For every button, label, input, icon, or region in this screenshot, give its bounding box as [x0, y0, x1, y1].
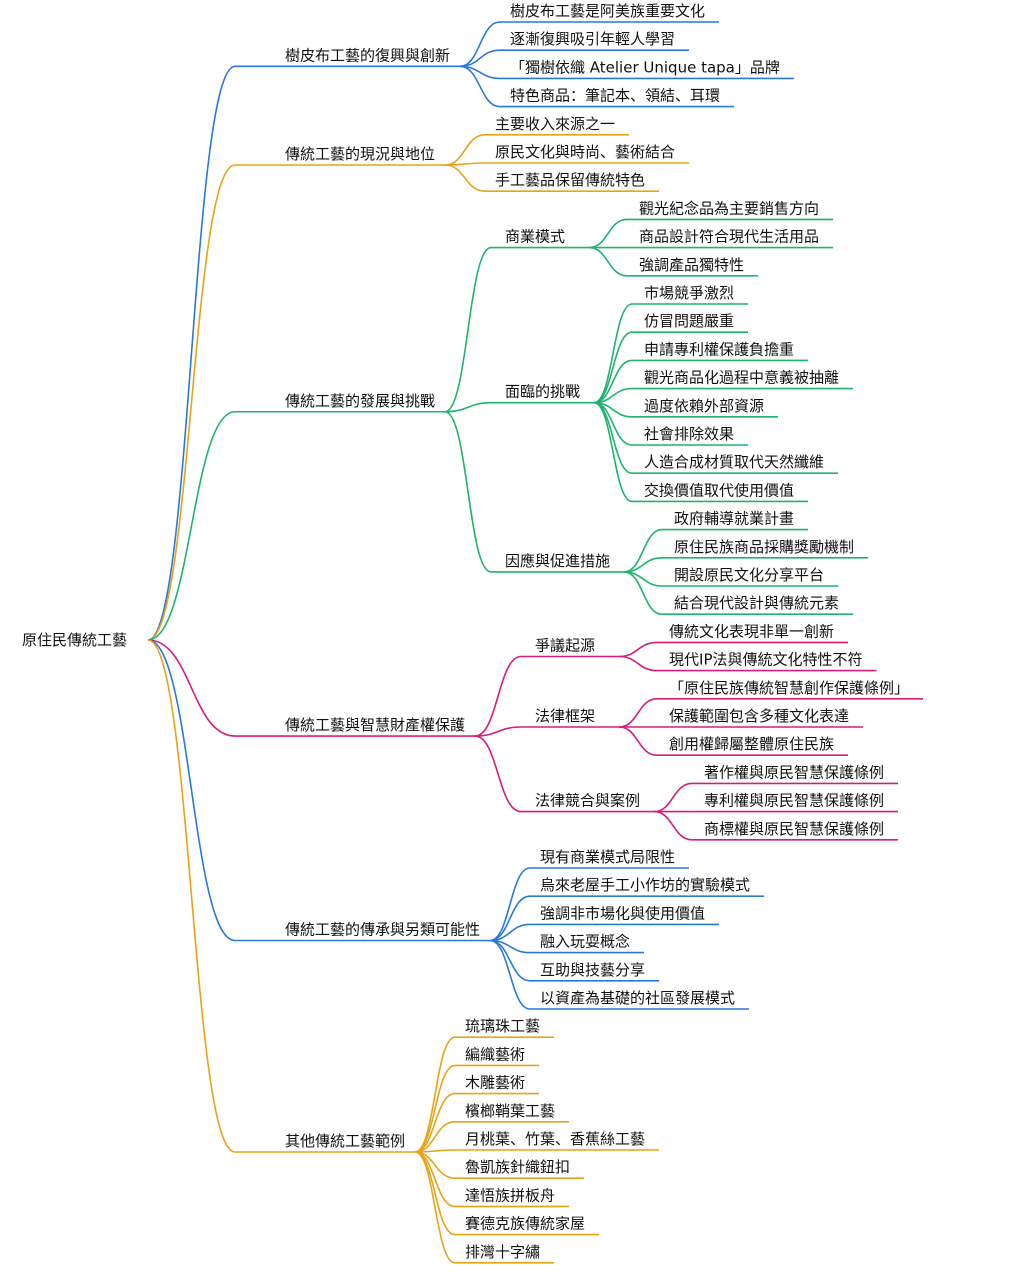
leaf-label-2-1-5: 社會排除效果: [644, 425, 734, 443]
branch-label-1: 傳統工藝的現況與地位: [285, 145, 435, 163]
leaf-label-3-1-0: 「原住民族傳統智慧創作保護條例」: [669, 679, 909, 697]
branch-label-3: 傳統工藝與智慧財產權保護: [285, 716, 465, 734]
edge-branch-4-leaf-0: [489, 867, 531, 942]
leaf-label-2-2-2: 開設原民文化分享平台: [674, 566, 824, 584]
leaf-label-4-5: 以資產為基礎的社區發展模式: [540, 989, 735, 1007]
edge-branch-1-leaf-2: [444, 164, 486, 192]
leaf-label-5-1: 編織藝術: [465, 1045, 525, 1063]
edge-root-branch-4: [147, 639, 236, 942]
edge-branch-5-leaf-1: [414, 1064, 456, 1153]
leaf-label-2-2-3: 結合現代設計與傳統元素: [674, 594, 839, 612]
leaf-label-1-0: 主要收入來源之一: [495, 115, 615, 133]
leaf-label-1-2: 手工藝品保留傳統特色: [495, 171, 645, 189]
leaf-label-4-2: 強調非市場化與使用價值: [540, 904, 705, 922]
edge-branch-3-sub-2: [474, 735, 522, 813]
edge-branch-2-sub-2: [444, 410, 492, 573]
edge-branch-0-leaf-0: [459, 21, 501, 68]
edge-sub-2-2-leaf-0: [623, 528, 663, 573]
branch-label-2: 傳統工藝的發展與挑戰: [285, 392, 435, 410]
leaf-label-2-1-7: 交換價值取代使用價值: [644, 481, 794, 499]
leaf-label-0-0: 樹皮布工藝是阿美族重要文化: [510, 2, 705, 20]
edge-branch-5-leaf-8: [414, 1151, 456, 1264]
branch-label-0: 樹皮布工藝的復興與創新: [285, 46, 450, 64]
edge-branch-5-leaf-3: [414, 1121, 456, 1153]
leaf-label-5-4: 月桃葉、竹葉、香蕉絲工藝: [465, 1130, 645, 1148]
connector-layer: [147, 21, 924, 1264]
leaf-label-3-1-1: 保護範圍包含多種文化表達: [669, 707, 849, 725]
edge-root-branch-3: [147, 639, 236, 737]
edge-root-branch-2: [147, 410, 236, 641]
edge-branch-5-leaf-0: [414, 1036, 456, 1153]
edge-sub-3-2-leaf-2: [653, 810, 693, 841]
edge-branch-5-leaf-6: [414, 1151, 456, 1208]
leaf-label-2-0-2: 強調產品獨特性: [639, 256, 744, 274]
edge-root-branch-5: [147, 639, 236, 1153]
edge-branch-2-sub-0: [444, 246, 492, 413]
leaf-label-5-6: 達悟族拼板舟: [465, 1186, 555, 1204]
edge-sub-2-1-leaf-1: [593, 331, 633, 404]
leaf-label-3-0-0: 傳統文化表現非單一創新: [669, 622, 834, 640]
edge-branch-3-sub-1: [475, 726, 522, 737]
leaf-label-5-7: 賽德克族傳統家屋: [465, 1215, 585, 1233]
leaf-label-2-1-4: 過度依賴外部資源: [644, 397, 764, 415]
edge-branch-2-sub-1: [445, 401, 492, 413]
leaf-label-3-2-0: 著作權與原民智慧保護條例: [704, 763, 884, 781]
leaf-label-4-1: 烏來老屋手工小作坊的實驗模式: [540, 876, 750, 894]
branch-label-5: 其他傳統工藝範例: [285, 1132, 405, 1150]
edge-branch-1-leaf-0: [444, 134, 486, 166]
edge-sub-3-2-leaf-0: [653, 782, 693, 813]
edge-sub-2-1-leaf-2: [593, 359, 633, 404]
leaf-label-3-0-1: 現代IP法與傳統文化特性不符: [669, 651, 862, 669]
sub-label-2-1: 面臨的挑戰: [505, 383, 580, 401]
leaf-label-5-2: 木雕藝術: [465, 1074, 525, 1092]
leaf-label-5-0: 琉璃珠工藝: [465, 1017, 540, 1035]
edge-root-branch-1: [147, 164, 236, 641]
edge-sub-3-1-leaf-2: [618, 726, 658, 756]
leaf-label-2-2-1: 原住民族商品採購獎勵機制: [674, 538, 854, 556]
edge-sub-3-0-leaf-0: [618, 641, 658, 658]
leaf-label-4-3: 融入玩耍概念: [540, 933, 630, 951]
leaf-label-4-0: 現有商業模式局限性: [540, 848, 675, 866]
leaf-label-5-8: 排灣十字繡: [465, 1243, 540, 1261]
edge-sub-2-1-leaf-6: [593, 401, 633, 474]
branch-label-4: 傳統工藝的傳承與另類可能性: [285, 921, 480, 939]
leaf-label-2-0-0: 觀光紀念品為主要銷售方向: [639, 199, 819, 217]
leaf-label-2-2-0: 政府輔導就業計畫: [674, 510, 794, 528]
node-layer: 原住民傳統工藝 樹皮布工藝的復興與創新 樹皮布工藝是阿美族重要文化逐漸復興吸引年輕…: [22, 2, 909, 1261]
sub-label-3-0: 爭議起源: [535, 637, 595, 655]
edge-branch-4-leaf-5: [489, 939, 531, 1010]
leaf-label-4-4: 互助與技藝分享: [540, 961, 645, 979]
leaf-label-3-2-2: 商標權與原民智慧保護條例: [704, 820, 884, 838]
leaf-label-1-1: 原民文化與時尚、藝術結合: [495, 143, 675, 161]
edge-sub-2-1-leaf-7: [593, 401, 633, 503]
edge-sub-3-1-leaf-0: [618, 698, 658, 728]
edge-sub-2-1-leaf-0: [593, 303, 633, 404]
edge-sub-3-0-leaf-1: [618, 655, 658, 672]
sub-label-3-1: 法律框架: [535, 707, 595, 725]
edge-sub-2-0-leaf-2: [588, 246, 628, 277]
leaf-label-3-2-1: 專利權與原民智慧保護條例: [704, 792, 884, 810]
leaf-label-2-1-1: 仿冒問題嚴重: [644, 312, 734, 330]
leaf-label-0-3: 特色商品：筆記本、領結、耳環: [510, 87, 720, 105]
sub-label-3-2: 法律競合與案例: [535, 792, 640, 810]
edge-sub-2-0-leaf-0: [588, 218, 628, 249]
leaf-label-5-3: 檳榔鞘葉工藝: [465, 1102, 555, 1120]
edge-sub-2-2-leaf-3: [623, 571, 663, 615]
leaf-label-2-1-6: 人造合成材質取代天然纖維: [644, 453, 824, 471]
leaf-label-5-5: 魯凱族針織鈕扣: [465, 1158, 570, 1176]
leaf-label-2-1-2: 申請專利權保護負擔重: [644, 340, 794, 358]
edge-branch-3-sub-0: [474, 655, 522, 737]
leaf-label-3-1-2: 創用權歸屬整體原住民族: [669, 735, 834, 753]
leaf-label-0-1: 逐漸復興吸引年輕人學習: [510, 30, 675, 48]
edge-root-branch-0: [147, 65, 236, 641]
leaf-label-0-2: 「獨樹依織 Atelier Unique tapa」品牌: [510, 58, 780, 76]
leaf-label-2-0-1: 商品設計符合現代生活用品: [639, 228, 819, 246]
root-node-label: 原住民傳統工藝: [22, 631, 127, 649]
leaf-label-2-1-3: 觀光商品化過程中意義被抽離: [644, 369, 839, 387]
sub-label-2-0: 商業模式: [505, 228, 565, 246]
leaf-label-2-1-0: 市場競爭激烈: [644, 284, 734, 302]
sub-label-2-2: 因應與促進措施: [505, 552, 610, 570]
edge-branch-0-leaf-3: [459, 65, 501, 108]
